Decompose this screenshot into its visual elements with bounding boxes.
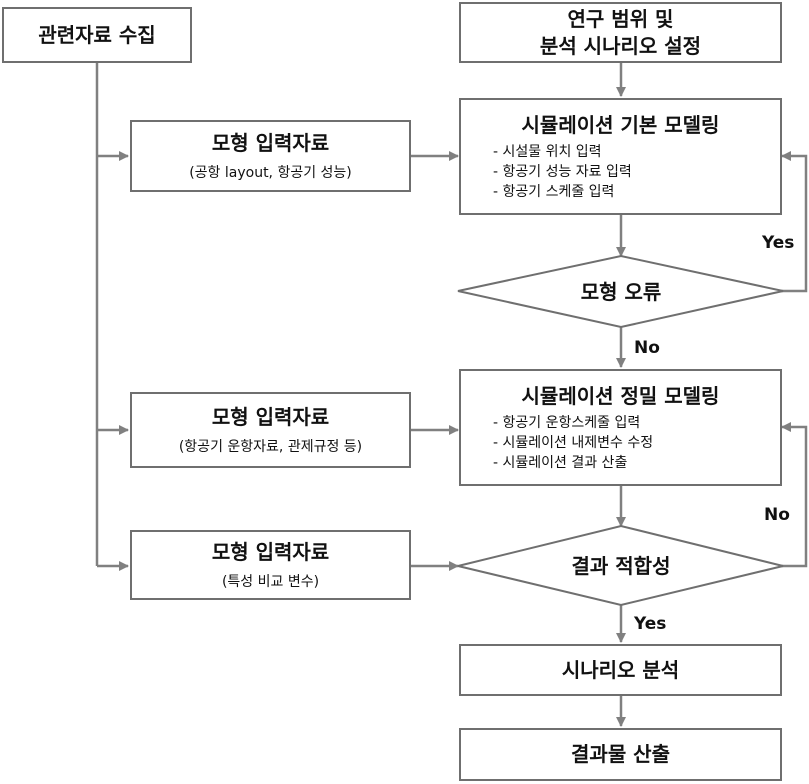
model-error-label: 모형 오류 — [580, 280, 662, 304]
precise-modeling-item: - 시뮬레이션 내제변수 수정 — [493, 435, 654, 451]
precise-modeling-item: - 항공기 운항스케줄 입력 — [493, 415, 641, 431]
scenario-analysis-label: 시나리오 분석 — [561, 657, 680, 682]
collect-data-box: 관련자료 수집 — [2, 7, 192, 63]
model-input-box-1: 모형 입력자료 (공항 layout, 항공기 성능) — [130, 120, 411, 192]
scenario-analysis-box: 시나리오 분석 — [459, 644, 782, 696]
decision-result-fit — [457, 524, 784, 607]
loop-error-yes — [780, 151, 808, 293]
scope-line1: 연구 범위 및 — [567, 6, 674, 31]
model-input-box-3: 모형 입력자료 (특성 비교 변수) — [130, 530, 411, 600]
basic-modeling-item: - 항공기 스케줄 입력 — [493, 184, 615, 200]
model-input-sub-2: (항공기 운항자료, 관제규정 등) — [178, 438, 363, 455]
precise-modeling-title: 시뮬레이션 정밀 모델링 — [521, 384, 720, 408]
decision-model-error — [457, 254, 784, 329]
loop-fit-no — [780, 422, 808, 568]
scope-box: 연구 범위 및 분석 시나리오 설정 — [459, 2, 782, 63]
model-input-sub-1: (공항 layout, 항공기 성능) — [189, 164, 352, 181]
output-label: 결과물 산출 — [571, 742, 670, 766]
basic-modeling-item: - 항공기 성능 자료 입력 — [493, 164, 632, 180]
model-input-sub-3: (특성 비교 변수) — [221, 573, 320, 590]
model-input-box-2: 모형 입력자료 (항공기 운항자료, 관제규정 등) — [130, 392, 411, 468]
collect-data-label: 관련자료 수집 — [38, 22, 156, 47]
no-label-error: No — [634, 338, 660, 358]
scope-line2: 분석 시나리오 설정 — [539, 33, 702, 58]
precise-modeling-item: - 시뮬레이션 결과 산출 — [493, 455, 628, 471]
model-input-title-1: 모형 입력자료 — [211, 130, 330, 155]
yes-label-error: Yes — [762, 233, 795, 253]
result-fit-label: 결과 적합성 — [571, 554, 671, 578]
yes-label-fit: Yes — [634, 614, 667, 634]
basic-modeling-box: 시뮬레이션 기본 모델링 - 시설물 위치 입력 - 항공기 성능 자료 입력 … — [459, 98, 782, 215]
no-label-fit: No — [764, 505, 790, 525]
basic-modeling-item: - 시설물 위치 입력 — [493, 144, 602, 160]
basic-modeling-list: - 시설물 위치 입력 - 항공기 성능 자료 입력 - 항공기 스케줄 입력 — [461, 142, 780, 202]
model-input-title-3: 모형 입력자료 — [211, 539, 330, 564]
basic-modeling-title: 시뮬레이션 기본 모델링 — [521, 113, 720, 137]
model-input-title-2: 모형 입력자료 — [211, 404, 330, 429]
output-box: 결과물 산출 — [459, 728, 782, 781]
precise-modeling-box: 시뮬레이션 정밀 모델링 - 항공기 운항스케줄 입력 - 시뮬레이션 내제변수… — [459, 369, 782, 486]
precise-modeling-list: - 항공기 운항스케줄 입력 - 시뮬레이션 내제변수 수정 - 시뮬레이션 결… — [461, 413, 780, 473]
